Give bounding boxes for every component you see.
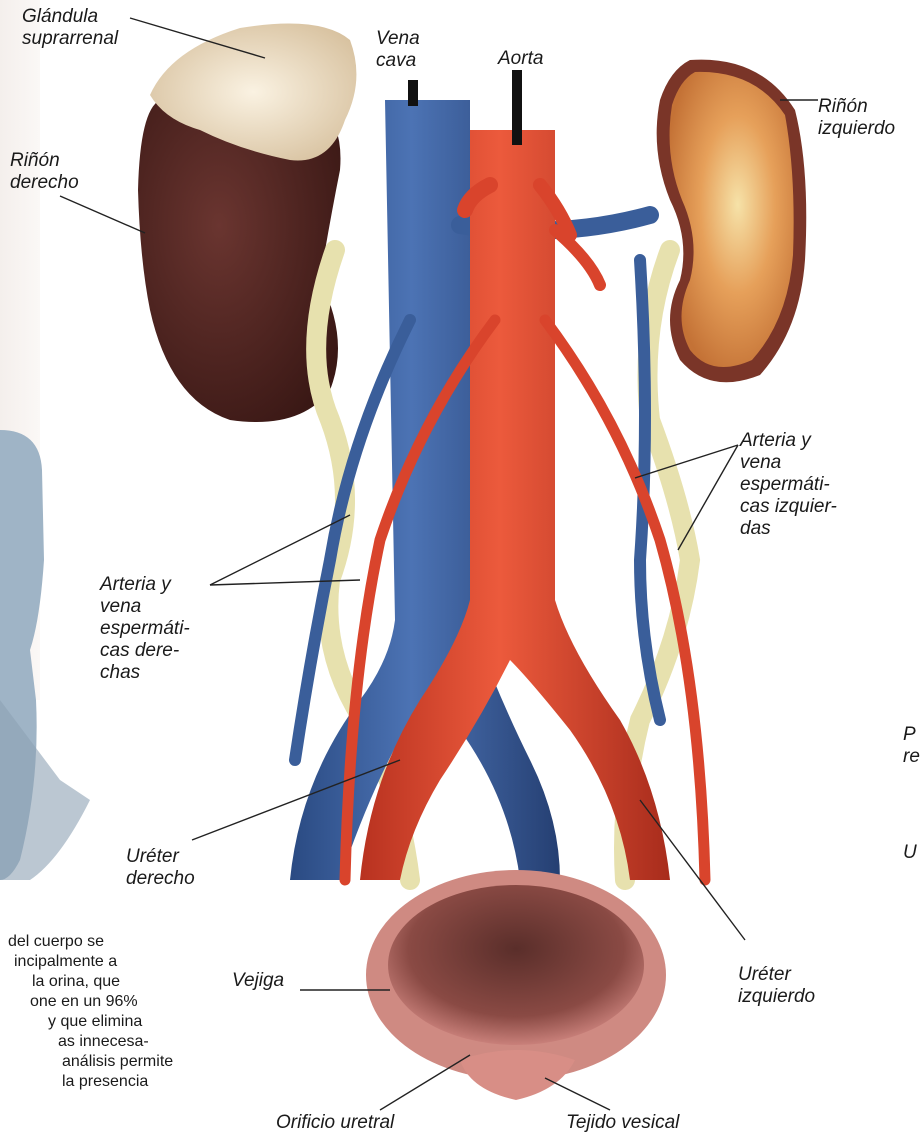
para-line: análisis permite [0, 1052, 190, 1072]
label-cut-u: U [903, 842, 917, 864]
para-line: la orina, que [0, 972, 190, 992]
vena-cava-marker [408, 80, 418, 106]
leader-rinon-der [60, 196, 145, 233]
para-line: one en un 96% [0, 992, 190, 1012]
body-paragraph: del cuerpo se incipalmente a la orina, q… [0, 932, 190, 1092]
label-vejiga: Vejiga [232, 970, 284, 992]
bladder-interior [388, 885, 644, 1045]
leader-tejido [545, 1078, 610, 1110]
aorta-marker [512, 70, 522, 145]
para-line: incipalmente a [0, 952, 190, 972]
para-line: y que elimina [0, 1012, 190, 1032]
label-orificio-uretral: Orificio uretral [276, 1112, 394, 1134]
leader-orificio [380, 1055, 470, 1110]
human-silhouette [0, 430, 90, 880]
para-line: as innecesa- [0, 1032, 190, 1052]
urethral-orifice [460, 1050, 575, 1100]
label-aorta: Aorta [498, 48, 543, 70]
para-line: la presencia [0, 1072, 190, 1092]
left-renal-artery [555, 230, 600, 285]
para-line: del cuerpo se [0, 932, 190, 952]
label-tejido-vesical: Tejido vesical [566, 1112, 679, 1134]
